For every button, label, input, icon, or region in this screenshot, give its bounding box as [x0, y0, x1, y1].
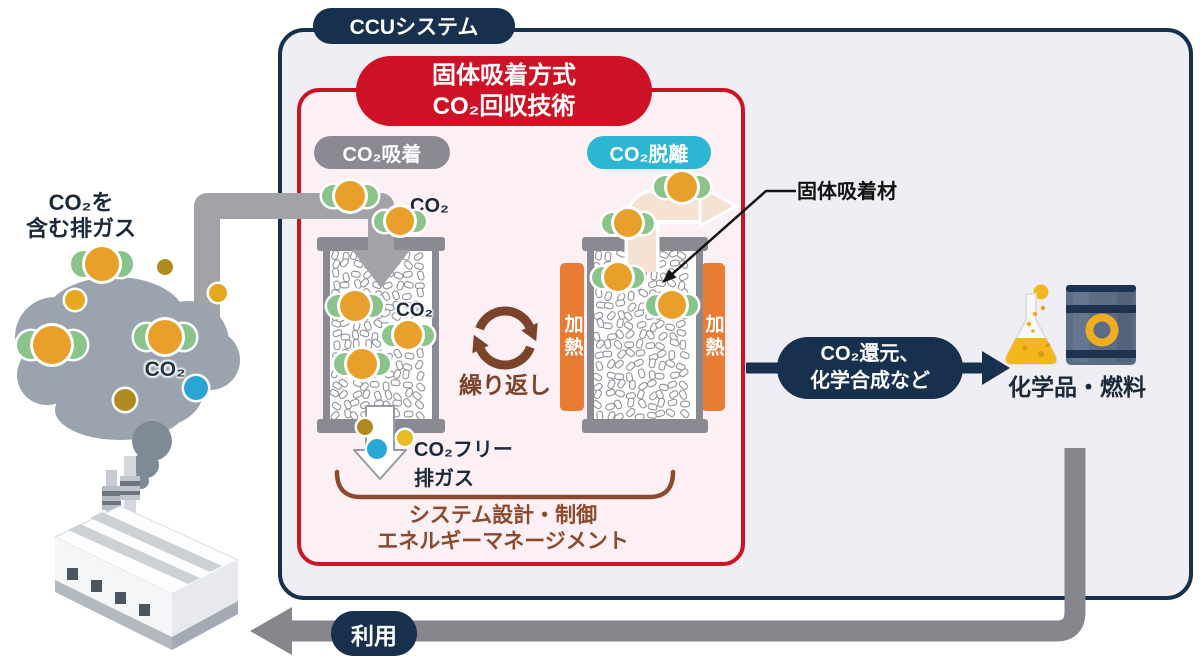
cycle-arrows-icon — [472, 306, 538, 370]
oil-drum-icon — [1066, 285, 1136, 365]
exhaust-label-line1: CO₂を — [48, 190, 114, 215]
products-label-text: 化学品・燃料 — [1008, 374, 1146, 400]
co2-molecule — [602, 209, 654, 237]
co2-molecule — [654, 172, 710, 202]
co2-molecule — [70, 247, 134, 281]
desorb-badge-text: CO₂脱離 — [609, 144, 689, 166]
flask-icon — [1004, 284, 1058, 365]
capture-method-title-line1: 固体吸着方式 — [432, 61, 576, 89]
ccu-system-title-text: CCUシステム — [349, 16, 479, 39]
co2-molecule — [327, 291, 383, 321]
co2-molecule — [374, 207, 426, 235]
co2-molecule — [592, 263, 644, 291]
vessel-co2-text: CO₂ — [396, 300, 433, 321]
co2-molecule — [334, 349, 390, 379]
co2-molecule — [322, 181, 378, 211]
co2-molecule — [382, 321, 434, 349]
co2free-label: CO₂フリー 排ガス — [414, 436, 513, 494]
co2-molecule — [133, 320, 197, 354]
oil-drop-emblem — [1085, 313, 1119, 347]
gas-dot — [184, 376, 208, 400]
ccu-system-title: CCUシステム — [313, 8, 515, 44]
gas-dot — [65, 290, 85, 310]
factory-icon — [53, 456, 240, 650]
gas-dot — [357, 419, 373, 435]
use-badge: 利用 — [331, 611, 417, 656]
heater-bar-right: 加熱 — [701, 263, 725, 411]
co2-molecule — [16, 326, 88, 364]
heater-bar-left: 加熱 — [560, 263, 584, 411]
vessel-cap — [582, 419, 708, 433]
capture-method-title: 固体吸着方式 CO₂回収技術 — [356, 56, 652, 126]
products-icons — [1004, 284, 1136, 365]
products-label: 化学品・燃料 — [995, 374, 1159, 402]
sorbent-label-text: 固体吸着材 — [797, 181, 897, 203]
system-design-line1: システム設計・制御 — [408, 504, 598, 527]
vessel-co2-label: CO₂ — [396, 300, 433, 323]
repeat-label: 繰り返し — [453, 372, 557, 400]
adsorb-badge: CO₂吸着 — [314, 136, 450, 169]
exhaust-label: CO₂を 含む排ガス — [11, 190, 151, 242]
gas-dot — [209, 284, 227, 302]
return-arrow — [250, 448, 1086, 655]
system-design-line2: エネルギーマネージメント — [377, 530, 629, 554]
brace — [334, 469, 676, 500]
gas-dot — [157, 259, 173, 275]
adsorb-badge-text: CO₂吸着 — [342, 144, 422, 166]
gas-dot — [367, 439, 387, 459]
desorb-badge: CO₂脱離 — [587, 136, 711, 169]
co2free-line2: 排ガス — [414, 468, 474, 490]
process-badge: CO₂還元、 化学合成など — [777, 337, 963, 399]
process-line1: CO₂還元、 — [820, 343, 920, 365]
co2-molecule — [646, 291, 698, 319]
use-badge-text: 利用 — [351, 622, 397, 649]
capture-method-title-line2: CO₂回収技術 — [432, 93, 576, 120]
process-line2: 化学合成など — [810, 370, 930, 392]
heating-label: 加熱 — [702, 314, 724, 360]
gas-dot — [397, 430, 413, 446]
cloud-co2-label: CO₂ — [137, 357, 193, 382]
exhaust-label-line2: 含む排ガス — [25, 215, 136, 241]
gas-dot — [114, 389, 136, 411]
sorbent-label: 固体吸着材 — [797, 180, 897, 204]
system-design-label: システム設計・制御 エネルギーマネージメント — [303, 503, 703, 555]
pointer-line — [662, 189, 796, 283]
repeat-label-text: 繰り返し — [459, 372, 551, 398]
heating-label: 加熱 — [561, 314, 583, 360]
co2free-line1: CO₂フリー — [414, 439, 513, 461]
cloud-co2-text: CO₂ — [144, 358, 186, 381]
